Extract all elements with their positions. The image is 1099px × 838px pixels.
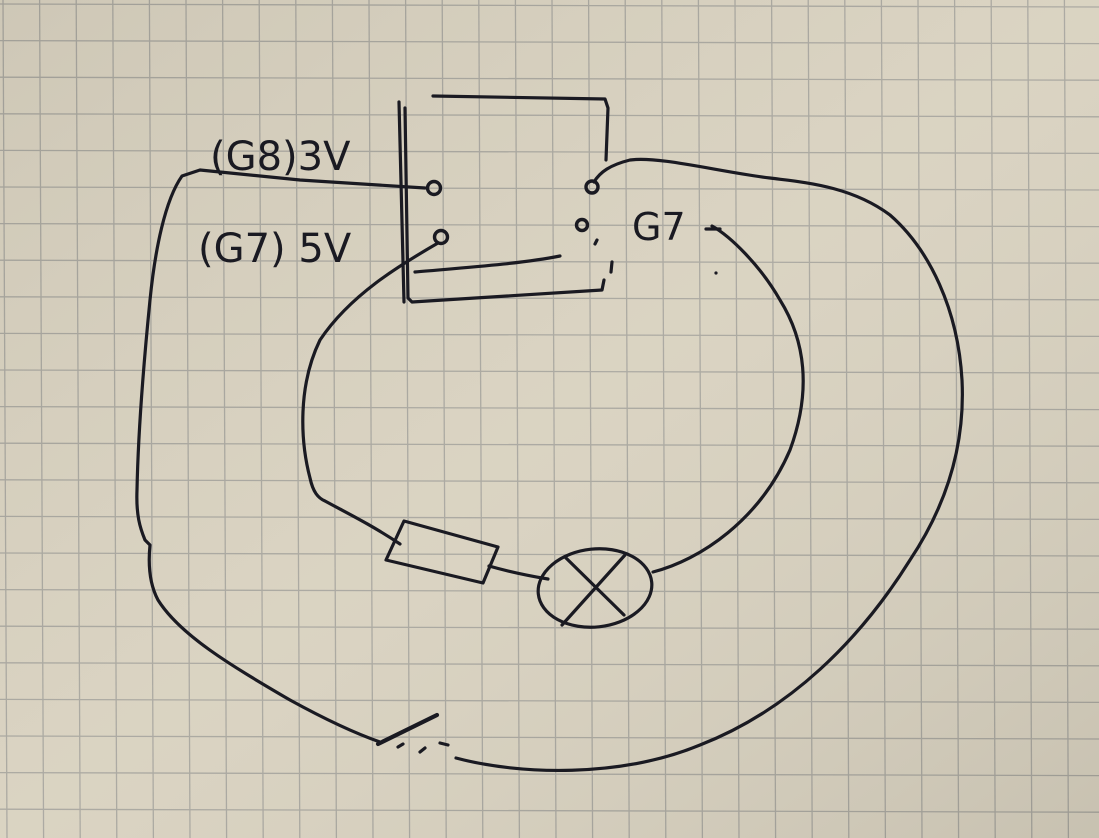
wire-resistor-to-lamp	[487, 564, 550, 581]
ink-dot	[714, 271, 718, 275]
wire-switch-return	[454, 157, 964, 773]
connector-top-wire	[431, 94, 610, 162]
lamp-cross	[560, 553, 627, 627]
terminal-right-top	[584, 179, 600, 195]
terminal-3v	[425, 179, 443, 197]
g7-stub	[593, 238, 599, 246]
switch-lever	[375, 712, 440, 747]
terminal-5v	[432, 228, 450, 246]
resistor	[384, 519, 500, 585]
connector-block	[397, 94, 614, 304]
wire-lamp-to-g7	[651, 224, 805, 574]
label-g7-right: G7	[632, 205, 686, 249]
wire-3v-to-switch	[135, 168, 427, 744]
connector-left-edge	[397, 100, 406, 304]
connector-bottom-edge	[403, 106, 606, 304]
lamp	[536, 547, 654, 629]
terminal-g7	[574, 217, 590, 233]
label-g7-5v: (G7) 5V	[198, 226, 352, 272]
switch	[375, 712, 450, 754]
wire-5v-to-resistor	[301, 241, 440, 546]
wire-internal	[413, 254, 562, 274]
lamp-circle	[536, 547, 654, 629]
label-g8-3v: (G8)3V	[210, 134, 351, 180]
resistor-body	[384, 519, 500, 585]
switch-dashes	[396, 741, 450, 754]
connector-right-stub	[609, 260, 614, 274]
